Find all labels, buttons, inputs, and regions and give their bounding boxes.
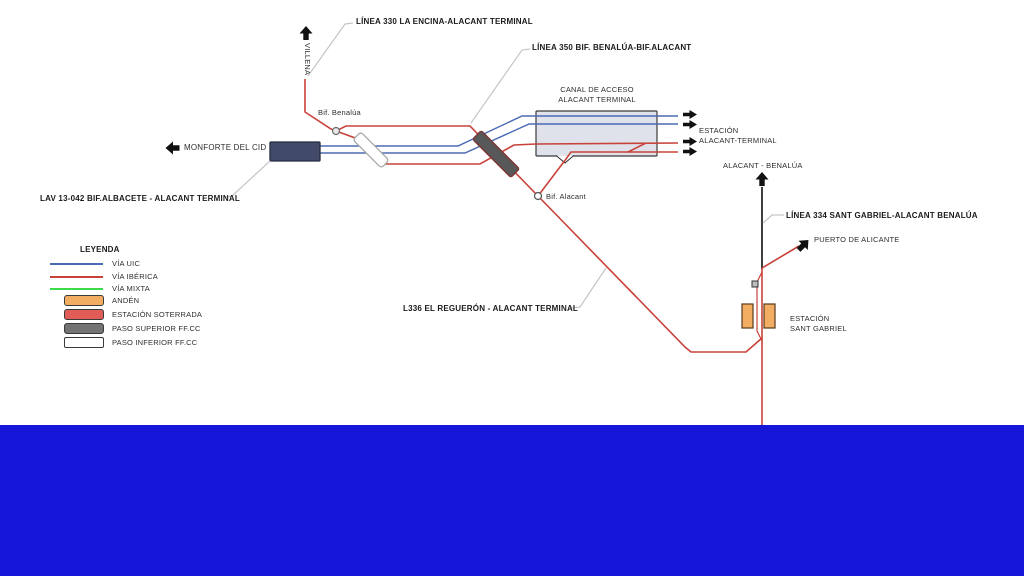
via-iberica-swatch bbox=[50, 275, 103, 278]
legend-item-via-mixta: VÍA MIXTA bbox=[50, 284, 150, 293]
label-canal-de-acceso: CANAL DE ACCESO ALACANT TERMINAL bbox=[558, 85, 636, 104]
label-linea-334: LÍNEA 334 SANT GABRIEL-ALACANT BENALÚA bbox=[786, 211, 978, 220]
label-monforte-del-cid: MONFORTE DEL CID bbox=[184, 143, 267, 152]
canal-acceso-box bbox=[535, 110, 658, 157]
leader-linea350 bbox=[470, 48, 531, 124]
alacant-benalua-up-arrow-icon bbox=[755, 172, 769, 186]
via-mixta-swatch bbox=[50, 287, 103, 290]
label-linea-330: LÍNEA 330 LA ENCINA-ALACANT TERMINAL bbox=[356, 17, 533, 26]
paso-superior-swatch bbox=[64, 323, 104, 334]
label-estacion-alacant-terminal: ESTACIÓN ALACANT-TERMINAL bbox=[699, 126, 777, 145]
leader-l336 bbox=[569, 267, 607, 309]
via-iberica-villena-line bbox=[304, 79, 337, 132]
paso-inferior-swatch bbox=[64, 337, 104, 348]
legend-item-via-uic: VÍA UIC bbox=[50, 259, 140, 268]
legend-item-paso-superior: PASO SUPERIOR FF.CC bbox=[64, 323, 201, 334]
anden-platform-left bbox=[741, 303, 754, 329]
via-uic-track-2 bbox=[320, 123, 678, 154]
bif-benalua-node bbox=[331, 126, 341, 136]
estacion-arrows-uic-icon bbox=[683, 110, 697, 129]
sant-gabriel-siding-track bbox=[756, 271, 763, 342]
legend-item-paso-inferior: PASO INFERIOR FF.CC bbox=[64, 337, 197, 348]
anden-platform-right bbox=[763, 303, 776, 329]
legend-item-estacion-soterrada: ESTACIÓN SOTERRADA bbox=[64, 309, 202, 320]
legend-item-via-iberica: VÍA IBÉRICA bbox=[50, 272, 158, 281]
sea-area bbox=[0, 425, 1024, 576]
via-uic-track-1 bbox=[320, 115, 678, 147]
via-uic-swatch bbox=[50, 262, 103, 265]
villena-up-arrow-icon bbox=[299, 26, 313, 40]
label-bif-benalua: Bif. Benalúa bbox=[318, 108, 361, 117]
via-iberica-l336-line bbox=[335, 125, 763, 353]
label-lav-13-042: LAV 13-042 BIF.ALBACETE - ALACANT TERMIN… bbox=[40, 194, 240, 203]
label-bif-alacant: Bif. Alacant bbox=[546, 192, 586, 201]
legend-title: LEYENDA bbox=[80, 245, 120, 254]
label-linea-350: LÍNEA 350 BIF. BENALÚA-BIF.ALACANT bbox=[532, 43, 692, 52]
label-alacant-benalua: ALACANT - BENALÚA bbox=[723, 161, 803, 170]
estacion-soterrada-swatch bbox=[64, 309, 104, 320]
crossover-track bbox=[627, 142, 647, 153]
bif-alacant-node bbox=[533, 191, 543, 201]
label-villena: VILLENA bbox=[303, 43, 312, 76]
estacion-arrows-iberica-icon bbox=[683, 137, 697, 156]
leader-linea330 bbox=[307, 22, 354, 77]
label-puerto-de-alicante: PUERTO DE ALICANTE bbox=[814, 235, 900, 244]
anden-swatch bbox=[64, 295, 104, 306]
legend-item-anden: ANDÉN bbox=[64, 295, 139, 306]
paso-superior-diagonal-box bbox=[472, 130, 520, 178]
label-estacion-sant-gabriel: ESTACIÓN SANT GABRIEL bbox=[790, 314, 847, 333]
monforte-left-arrow-icon bbox=[165, 141, 180, 155]
leader-lav bbox=[224, 160, 271, 198]
via-iberica-canal-lower-track bbox=[537, 151, 678, 197]
puerto-branch-track bbox=[761, 245, 800, 269]
signal-square-node bbox=[751, 280, 759, 288]
leader-linea334 bbox=[762, 214, 784, 224]
paso-inferior-box bbox=[353, 132, 389, 168]
puerto-ne-arrow-icon bbox=[796, 240, 809, 252]
label-l336: L336 EL REGUERÓN - ALACANT TERMINAL bbox=[403, 304, 579, 313]
paso-superior-monforte-box bbox=[269, 141, 321, 162]
